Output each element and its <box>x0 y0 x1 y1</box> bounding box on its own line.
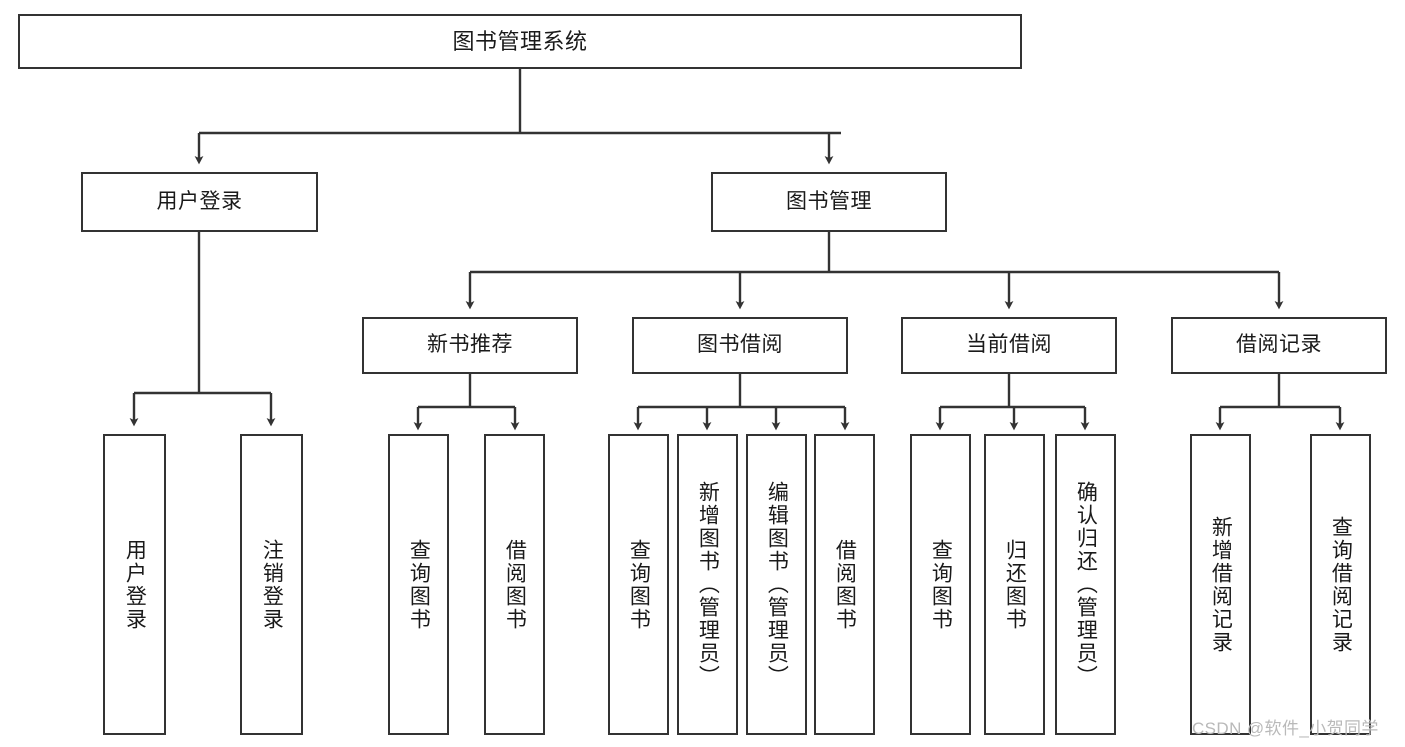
leaf-add-borrow-record-label: 新增借阅记录 <box>1209 515 1233 654</box>
csdn-watermark: CSDN @软件_小贺同学 <box>1192 719 1379 738</box>
leaf-query-book-borrow-label: 查询图书 <box>627 538 651 631</box>
leaf-query-book-cur-label: 查询图书 <box>929 538 953 631</box>
node-book-borrow[interactable]: 图书借阅 <box>632 317 848 374</box>
leaf-edit-book-label: 编辑图书（管理员） <box>765 481 789 688</box>
node-new-book-recommend[interactable]: 新书推荐 <box>362 317 578 374</box>
leaf-add-book-label: 新增图书（管理员） <box>696 481 720 688</box>
leaf-user-login-label: 用户登录 <box>123 538 147 631</box>
node-borrow-record-label: 借阅记录 <box>1236 333 1322 357</box>
node-book-manage[interactable]: 图书管理 <box>711 172 947 232</box>
node-root-label: 图书管理系统 <box>452 28 588 54</box>
leaf-logout-login-label: 注销登录 <box>260 538 284 631</box>
leaf-borrow-book-rec-label: 借阅图书 <box>503 538 527 631</box>
leaf-query-book-cur[interactable]: 查询图书 <box>910 434 971 735</box>
leaf-add-borrow-record[interactable]: 新增借阅记录 <box>1190 434 1251 735</box>
leaf-borrow-book-rec[interactable]: 借阅图书 <box>484 434 545 735</box>
leaf-borrow-book[interactable]: 借阅图书 <box>814 434 875 735</box>
leaf-query-book-rec[interactable]: 查询图书 <box>388 434 449 735</box>
leaf-edit-book[interactable]: 编辑图书（管理员） <box>746 434 807 735</box>
node-current-borrow[interactable]: 当前借阅 <box>901 317 1117 374</box>
leaf-confirm-return-label: 确认归还（管理员） <box>1074 481 1098 688</box>
leaf-logout-login[interactable]: 注销登录 <box>240 434 303 735</box>
leaf-add-book[interactable]: 新增图书（管理员） <box>677 434 738 735</box>
leaf-user-login[interactable]: 用户登录 <box>103 434 166 735</box>
node-book-borrow-label: 图书借阅 <box>697 333 783 357</box>
node-current-borrow-label: 当前借阅 <box>966 333 1052 357</box>
leaf-return-book-label: 归还图书 <box>1003 538 1027 631</box>
leaf-borrow-book-label: 借阅图书 <box>833 538 857 631</box>
node-borrow-record[interactable]: 借阅记录 <box>1171 317 1387 374</box>
node-new-book-recommend-label: 新书推荐 <box>427 333 513 357</box>
node-user-login-label: 用户登录 <box>156 189 243 213</box>
node-user-login[interactable]: 用户登录 <box>81 172 318 232</box>
leaf-confirm-return[interactable]: 确认归还（管理员） <box>1055 434 1116 735</box>
leaf-query-book-rec-label: 查询图书 <box>407 538 431 631</box>
leaf-query-borrow-record[interactable]: 查询借阅记录 <box>1310 434 1371 735</box>
leaf-return-book[interactable]: 归还图书 <box>984 434 1045 735</box>
leaf-query-book-borrow[interactable]: 查询图书 <box>608 434 669 735</box>
node-root[interactable]: 图书管理系统 <box>18 14 1022 69</box>
leaf-query-borrow-record-label: 查询借阅记录 <box>1329 515 1353 654</box>
node-book-manage-label: 图书管理 <box>786 189 872 213</box>
